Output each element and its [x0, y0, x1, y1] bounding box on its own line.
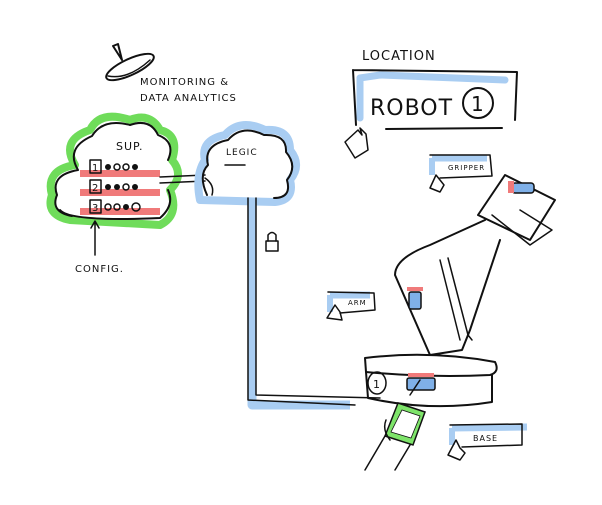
hand-pointer-icon: [429, 174, 445, 193]
server-row-1: 1: [89, 159, 138, 174]
lock-icon: [265, 231, 279, 252]
monitoring-dish-icon: [105, 43, 155, 82]
gripper-button[interactable]: GRIPPER: [429, 154, 493, 179]
robot-number: 1: [471, 92, 485, 116]
hand-pointer-icon: [447, 439, 466, 461]
config-arrow: [90, 220, 100, 256]
monitoring-label-1: MONITORING &: [140, 77, 229, 88]
svg-text:2: 2: [92, 183, 99, 194]
svg-text:BASE: BASE: [473, 434, 498, 443]
smartphone-icon[interactable]: [364, 379, 426, 471]
svg-text:ARM: ARM: [348, 299, 367, 307]
sup-cloud[interactable]: 1 2 3 SUP.: [46, 112, 182, 229]
arm-button[interactable]: ARM: [327, 291, 376, 314]
svg-text:1: 1: [92, 163, 99, 174]
base-number: 1: [373, 378, 381, 391]
robot-selector[interactable]: ROBOT 1: [352, 69, 518, 130]
robot-base[interactable]: 1: [364, 353, 498, 408]
robot-arm[interactable]: [394, 174, 556, 356]
sup-label: SUP.: [116, 140, 143, 153]
robot-label: ROBOT: [370, 96, 453, 121]
server-row-3: 3: [89, 199, 141, 214]
config-label: CONFIG.: [75, 264, 124, 275]
hand-pointer-icon: [344, 127, 369, 159]
svg-text:GRIPPER: GRIPPER: [448, 164, 485, 172]
legic-label: LEGIC: [226, 148, 258, 158]
legic-cloud[interactable]: LEGIC: [194, 121, 300, 206]
secure-channel: [247, 198, 350, 410]
monitoring-label-2: DATA ANALYTICS: [140, 93, 237, 104]
server-row-2: 2: [89, 179, 138, 194]
hand-pointer-icon: [326, 304, 343, 321]
base-button[interactable]: BASE: [449, 423, 528, 448]
location-heading: LOCATION: [362, 49, 436, 64]
svg-text:3: 3: [92, 203, 99, 214]
